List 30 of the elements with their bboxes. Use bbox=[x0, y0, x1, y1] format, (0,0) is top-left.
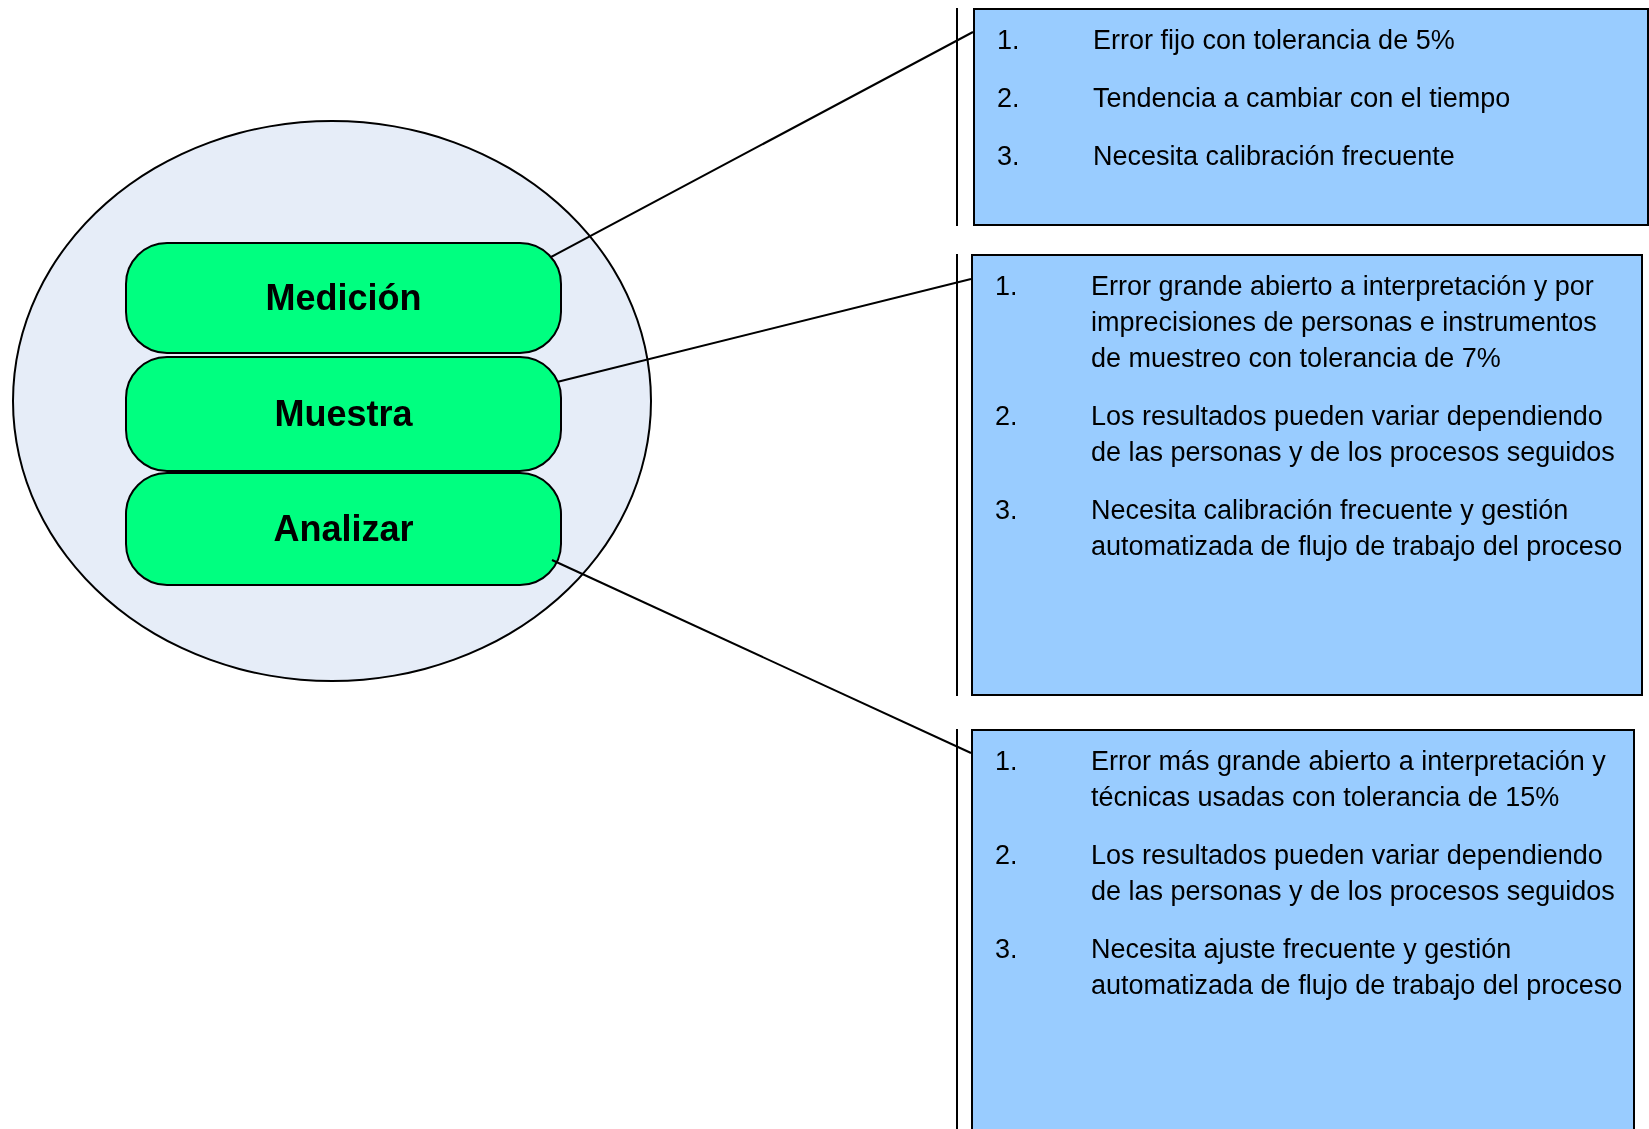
node-label: Medición bbox=[265, 277, 422, 319]
list-number: 3. bbox=[995, 494, 1019, 527]
list-item-text: Tendencia a cambiar con el tiempo bbox=[1093, 82, 1512, 115]
note-box bbox=[971, 254, 1643, 696]
list-number: 3. bbox=[997, 140, 1021, 173]
note-box bbox=[971, 729, 1635, 1129]
list-item-text: Necesita ajuste frecuente y gestión automatizada de flujo de trabajo del proceso bbox=[1091, 933, 1623, 1002]
list-item-text: Error fijo con tolerancia de 5% bbox=[1093, 24, 1456, 57]
process-box bbox=[125, 356, 562, 472]
list-item-text: Error grande abierto a interpretación y por imprecisiones de personas e instrumentos de muestreo con tolerancia de 7% bbox=[1091, 270, 1598, 375]
list-item-text: Necesita calibración frecuente y gestión automatizada de flujo de trabajo del proceso bbox=[1091, 494, 1624, 563]
note-box bbox=[973, 8, 1649, 226]
leader-line bbox=[556, 278, 972, 383]
process-box bbox=[125, 242, 562, 354]
list-number: 3. bbox=[995, 933, 1019, 966]
list-number: 2. bbox=[995, 839, 1019, 872]
list-item-text: Los resultados pueden variar dependiendo de las personas y de los procesos seguidos bbox=[1091, 839, 1616, 908]
leader-line bbox=[550, 31, 974, 258]
list-item-text: Los resultados pueden variar dependiendo de las personas y de los procesos seguidos bbox=[1091, 400, 1616, 469]
list-number: 2. bbox=[997, 82, 1021, 115]
leader-line bbox=[551, 559, 972, 754]
list-number: 1. bbox=[995, 745, 1019, 778]
list-item-text: Necesita calibración frecuente bbox=[1093, 140, 1456, 173]
list-item-text: Error más grande abierto a interpretación y técnicas usadas con tolerancia de 15% bbox=[1091, 745, 1607, 814]
list-number: 2. bbox=[995, 400, 1019, 433]
node-label: Muestra bbox=[274, 393, 413, 435]
list-number: 1. bbox=[997, 24, 1021, 57]
process-box bbox=[125, 472, 562, 586]
list-number: 1. bbox=[995, 270, 1019, 303]
node-label: Analizar bbox=[273, 508, 414, 550]
